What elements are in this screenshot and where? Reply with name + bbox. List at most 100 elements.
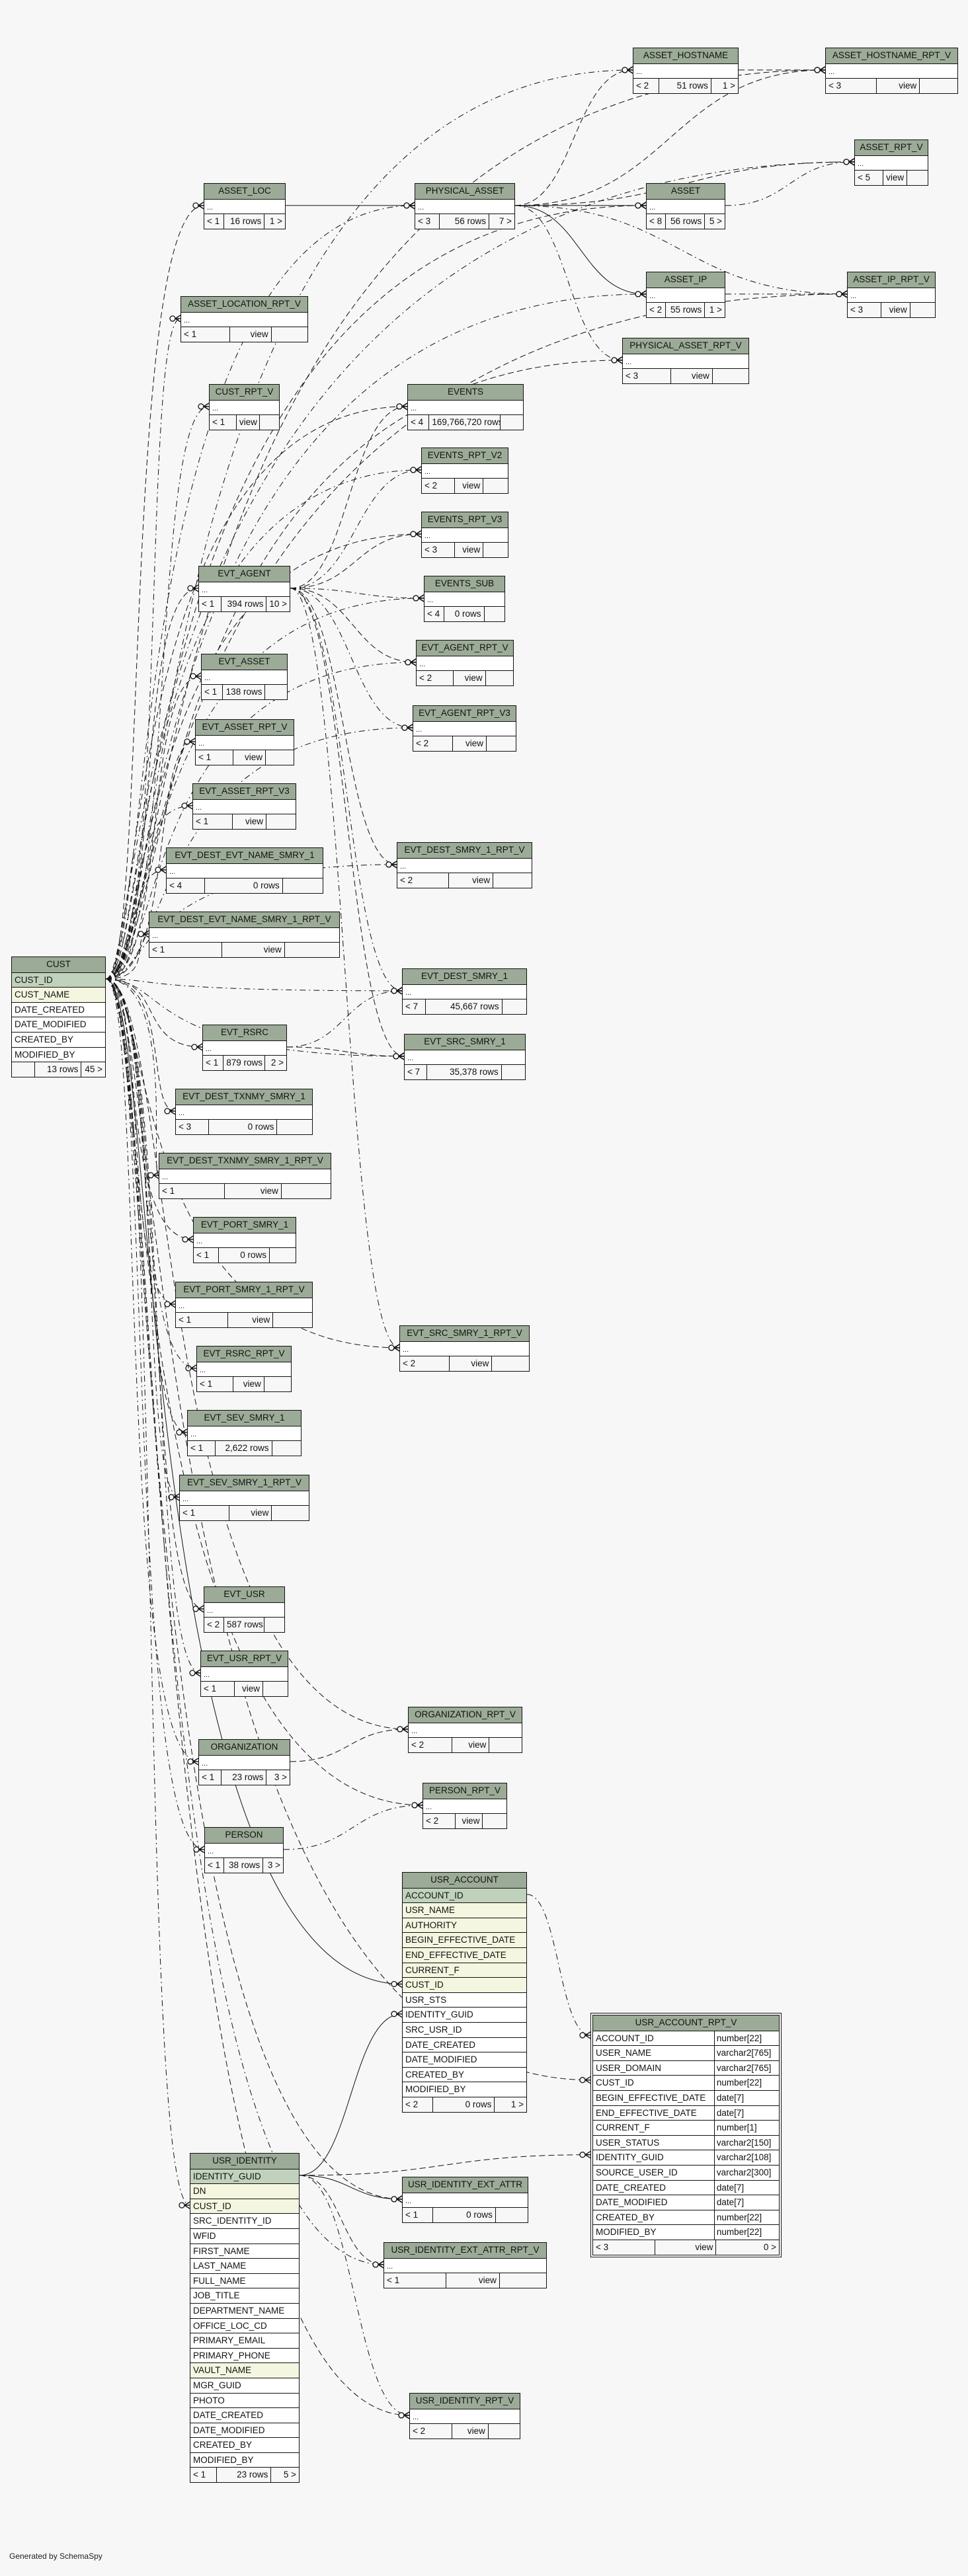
collapsed-columns[interactable]: ... (424, 591, 504, 607)
table-title[interactable]: ASSET_HOSTNAME_RPT_V (826, 48, 957, 63)
table-title[interactable]: EVT_RSRC_RPT_V (197, 1347, 291, 1362)
table-title[interactable]: EVT_PORT_SMRY_1_RPT_V (176, 1282, 312, 1298)
column-row[interactable]: DATE_MODIFIED (12, 1017, 105, 1032)
column-row[interactable]: DATE_MODIFIED (190, 2422, 299, 2438)
table-title[interactable]: PHYSICAL_ASSET_RPT_V (623, 338, 748, 354)
children-link[interactable] (270, 327, 307, 342)
table-title[interactable]: PHYSICAL_ASSET (415, 184, 514, 199)
column-row[interactable]: PHOTO (190, 2392, 299, 2408)
parents-link[interactable]: < 2 (207, 1620, 220, 1630)
parents-link[interactable]: < 1 (405, 2210, 419, 2220)
children-link[interactable]: 1 > (710, 79, 738, 93)
table-title[interactable]: ASSET_LOC (204, 184, 285, 199)
children-link[interactable] (483, 607, 504, 621)
column-row[interactable]: DATE_CREATED (190, 2407, 299, 2423)
table-title[interactable]: EVT_ASSET_RPT_V3 (193, 784, 296, 799)
children-link[interactable] (485, 671, 513, 685)
parents-link[interactable]: < 1 (206, 1058, 219, 1068)
collapsed-columns[interactable]: ... (826, 63, 957, 79)
parents-link[interactable]: < 1 (152, 945, 165, 955)
column-row[interactable]: CUST_NAME (12, 987, 105, 1002)
parents-link[interactable]: < 1 (179, 1315, 192, 1325)
collapsed-columns[interactable]: ... (397, 857, 532, 873)
column-row[interactable]: CREATED_BY (12, 1031, 105, 1047)
parents-link[interactable]: < 1 (202, 1772, 215, 1783)
collapsed-columns[interactable]: ... (176, 1297, 312, 1313)
column-row[interactable]: SRC_IDENTITY_ID (190, 2213, 299, 2228)
column-row[interactable]: ACCOUNT_ID (403, 1887, 526, 1903)
column-row[interactable]: CURRENT_F (403, 1962, 526, 1978)
children-link[interactable]: 3 > (262, 1858, 283, 1873)
parents-link[interactable]: < 3 (625, 371, 639, 381)
table-title[interactable]: USR_ACCOUNT_RPT_V (593, 2015, 779, 2031)
children-link[interactable] (266, 814, 296, 829)
children-link[interactable] (263, 1618, 284, 1632)
collapsed-columns[interactable]: ... (409, 1722, 522, 1738)
parents-link[interactable]: < 1 (202, 599, 215, 609)
table-title[interactable]: EVT_SEV_SMRY_1 (188, 1411, 301, 1426)
children-link[interactable]: 5 > (270, 2468, 299, 2483)
collapsed-columns[interactable]: ... (149, 927, 339, 943)
parents-link[interactable]: < 1 (196, 816, 209, 827)
column-row[interactable]: USR_STS (403, 1992, 526, 2008)
parents-link[interactable]: < 1 (204, 1684, 217, 1694)
table-title[interactable]: EVT_RSRC (203, 1025, 286, 1040)
table-title[interactable]: EVT_ASSET_RPT_V (196, 720, 294, 735)
parents-link[interactable]: < 1 (190, 1443, 204, 1454)
children-link[interactable] (495, 2208, 528, 2222)
column-row[interactable]: CREATED_BY (403, 2066, 526, 2082)
collapsed-columns[interactable]: ... (180, 1490, 309, 1506)
table-title[interactable]: ASSET (647, 184, 725, 199)
table-title[interactable]: EVT_USR (204, 1587, 284, 1602)
children-link[interactable]: 10 > (266, 597, 290, 611)
parents-link[interactable]: < 2 (426, 1816, 439, 1826)
children-link[interactable] (280, 1184, 331, 1198)
children-link[interactable]: 2 > (264, 1056, 286, 1070)
table-title[interactable]: PERSON_RPT_V (423, 1783, 506, 1799)
parents-link[interactable]: < 4 (169, 880, 182, 891)
children-link[interactable]: 7 > (489, 214, 514, 229)
collapsed-columns[interactable]: ... (403, 2192, 528, 2208)
table-title[interactable]: ASSET_IP (647, 272, 725, 288)
column-row[interactable]: CREATED_BY (190, 2437, 299, 2452)
table-title[interactable]: CUST (12, 957, 105, 972)
collapsed-columns[interactable]: ... (405, 1049, 525, 1065)
parents-link[interactable]: < 1 (200, 1379, 213, 1389)
parents-link[interactable]: < 1 (193, 2470, 206, 2480)
children-link[interactable] (483, 479, 508, 493)
parents-link[interactable]: < 7 (405, 1001, 419, 1012)
collapsed-columns[interactable]: ... (408, 399, 523, 415)
children-link[interactable] (491, 1356, 529, 1371)
table-title[interactable]: EVT_PORT_SMRY_1 (194, 1218, 296, 1233)
table-title[interactable]: EVT_DEST_EVT_NAME_SMRY_1_RPT_V (149, 912, 339, 927)
table-title[interactable]: EVT_DEST_SMRY_1_RPT_V (397, 843, 532, 858)
collapsed-columns[interactable]: ... (623, 353, 748, 369)
column-row[interactable]: CUST_ID (403, 1977, 526, 1992)
table-title[interactable]: EVT_SEV_SMRY_1_RPT_V (180, 1475, 309, 1491)
table-title[interactable]: USR_ACCOUNT (403, 1873, 526, 1888)
collapsed-columns[interactable]: ... (203, 1040, 286, 1056)
table-title[interactable]: ORGANIZATION (199, 1740, 290, 1755)
parents-link[interactable]: < 2 (413, 2426, 426, 2437)
table-title[interactable]: ASSET_IP_RPT_V (848, 272, 935, 288)
collapsed-columns[interactable]: ... (423, 1798, 506, 1814)
table-title[interactable]: ASSET_HOSTNAME (633, 48, 738, 63)
